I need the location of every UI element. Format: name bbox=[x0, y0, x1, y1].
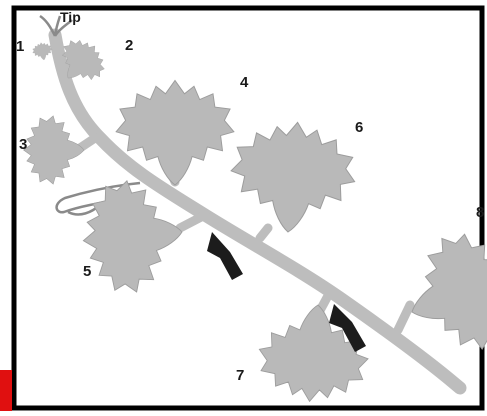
red-accent-mark bbox=[0, 370, 12, 411]
leaf-label-6: 6 bbox=[355, 119, 363, 136]
tip-label: Tip bbox=[60, 9, 81, 25]
leaf-label-3: 3 bbox=[19, 136, 27, 153]
leaf-label-7: 7 bbox=[236, 367, 244, 384]
leaf-label-4: 4 bbox=[240, 74, 249, 91]
leaf-label-2: 2 bbox=[125, 37, 133, 54]
leaf-label-1: 1 bbox=[16, 38, 24, 55]
leaf-label-5: 5 bbox=[83, 263, 91, 280]
leaf-label-8: 8 bbox=[476, 204, 484, 221]
